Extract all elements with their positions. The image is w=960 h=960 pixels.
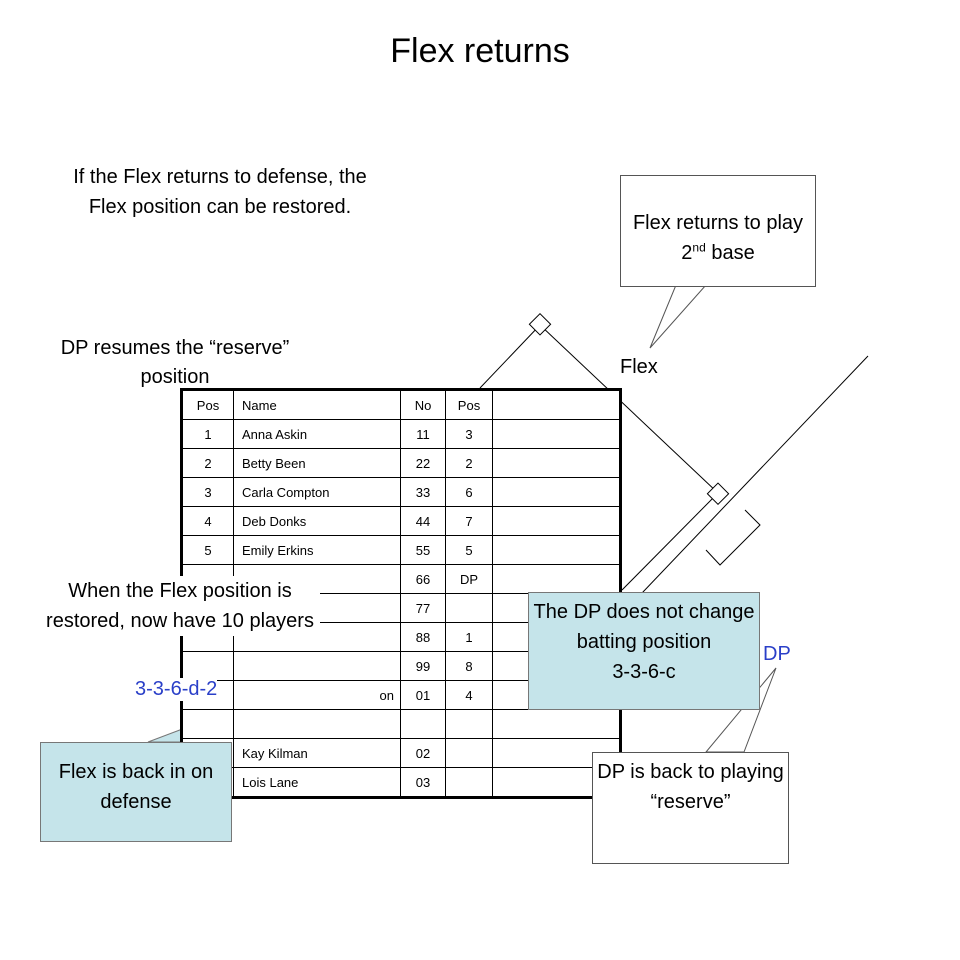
extra-cell [492, 477, 621, 507]
header-number-cell: No [400, 389, 446, 420]
name-cell: Betty Been [233, 448, 401, 478]
extra-cell [492, 448, 621, 478]
name-cell [233, 709, 401, 739]
pos-cell: 3 [181, 477, 234, 507]
flex-returns-text: Flex returns to play 2 [632, 212, 804, 264]
name-cell: Emily Erkins [233, 535, 401, 565]
flex-label: Flex [620, 356, 658, 378]
field-pos-cell [445, 593, 493, 623]
number-cell: 03 [400, 767, 446, 798]
second-base-icon [528, 312, 552, 336]
foul-line [621, 355, 869, 615]
pos-cell: 1 [181, 419, 234, 449]
number-cell: 02 [400, 738, 446, 768]
flex-defense-text: Flex is back in on defense [58, 761, 214, 813]
flex-returns-callout: Flex returns to play 2nd base [620, 175, 816, 287]
name-cell: Anna Askin [233, 419, 401, 449]
dp-reserve-callout: DP is back to playing “reserve” [592, 752, 789, 864]
field-pos-cell: 3 [445, 419, 493, 449]
field-pos-cell: 4 [445, 680, 493, 710]
header-field-pos-cell: Pos [445, 389, 493, 420]
field-pos-cell: 2 [445, 448, 493, 478]
header-name-cell: Name [233, 389, 401, 420]
dp-no-change-rule: 3-3-6-c [612, 661, 676, 683]
infield-line-left [479, 324, 541, 389]
number-cell: 11 [400, 419, 446, 449]
number-cell: 22 [400, 448, 446, 478]
dp-resumes-text: DP resumes the “reserve” position [60, 337, 290, 388]
intro-text: If the Flex returns to defense, the Flex… [73, 166, 367, 218]
field-pos-cell: 7 [445, 506, 493, 536]
number-cell: 66 [400, 564, 446, 594]
field-pos-cell: DP [445, 564, 493, 594]
extra-cell [492, 506, 621, 536]
name-cell: Carla Compton [233, 477, 401, 507]
extra-cell [492, 535, 621, 565]
extra-cell [492, 709, 621, 739]
field-pos-cell: 8 [445, 651, 493, 681]
flex-returns-text-end: base [705, 242, 755, 264]
dp-no-change-callout: The DP does not change batting position … [528, 592, 760, 710]
header-extra-cell [492, 389, 621, 420]
restored-note: When the Flex position is restored, now … [40, 576, 320, 636]
field-pos-cell [445, 709, 493, 739]
dp-reserve-text: DP is back to playing “reserve” [597, 761, 784, 813]
number-cell: 88 [400, 622, 446, 652]
name-cell: Lois Lane [233, 767, 401, 798]
name-cell: on [233, 680, 401, 710]
field-pos-cell: 1 [445, 622, 493, 652]
field-pos-cell [445, 767, 493, 798]
infield-line-lower [621, 492, 719, 591]
dugout-bracket [705, 509, 761, 566]
infield-line-right [539, 324, 719, 494]
extra-cell [492, 419, 621, 449]
page-title: Flex returns [390, 32, 570, 70]
number-cell: 33 [400, 477, 446, 507]
number-cell: 55 [400, 535, 446, 565]
dp-no-change-text: The DP does not change batting position [533, 601, 755, 653]
header-pos-cell: Pos [181, 389, 234, 420]
first-base-icon [706, 482, 730, 506]
pos-cell [181, 651, 234, 681]
rule-code: 3-3-6-d-2 [135, 678, 218, 701]
field-pos-cell: 6 [445, 477, 493, 507]
pos-cell [181, 709, 234, 739]
number-cell: 44 [400, 506, 446, 536]
name-cell: Deb Donks [233, 506, 401, 536]
flex-returns-superscript: nd [692, 240, 706, 255]
number-cell: 99 [400, 651, 446, 681]
field-pos-cell: 5 [445, 535, 493, 565]
extra-cell [492, 564, 621, 594]
field-pos-cell [445, 738, 493, 768]
flex-defense-callout: Flex is back in on defense [40, 742, 232, 842]
number-cell: 77 [400, 593, 446, 623]
flex-callout-tail [649, 284, 708, 349]
name-cell: Kay Kilman [233, 738, 401, 768]
table-row [181, 709, 621, 739]
number-cell [400, 709, 446, 739]
pos-cell: 2 [181, 448, 234, 478]
dp-label: DP [763, 643, 791, 665]
pos-cell: 4 [181, 506, 234, 536]
pos-cell: 5 [181, 535, 234, 565]
name-cell [233, 651, 401, 681]
number-cell: 01 [400, 680, 446, 710]
